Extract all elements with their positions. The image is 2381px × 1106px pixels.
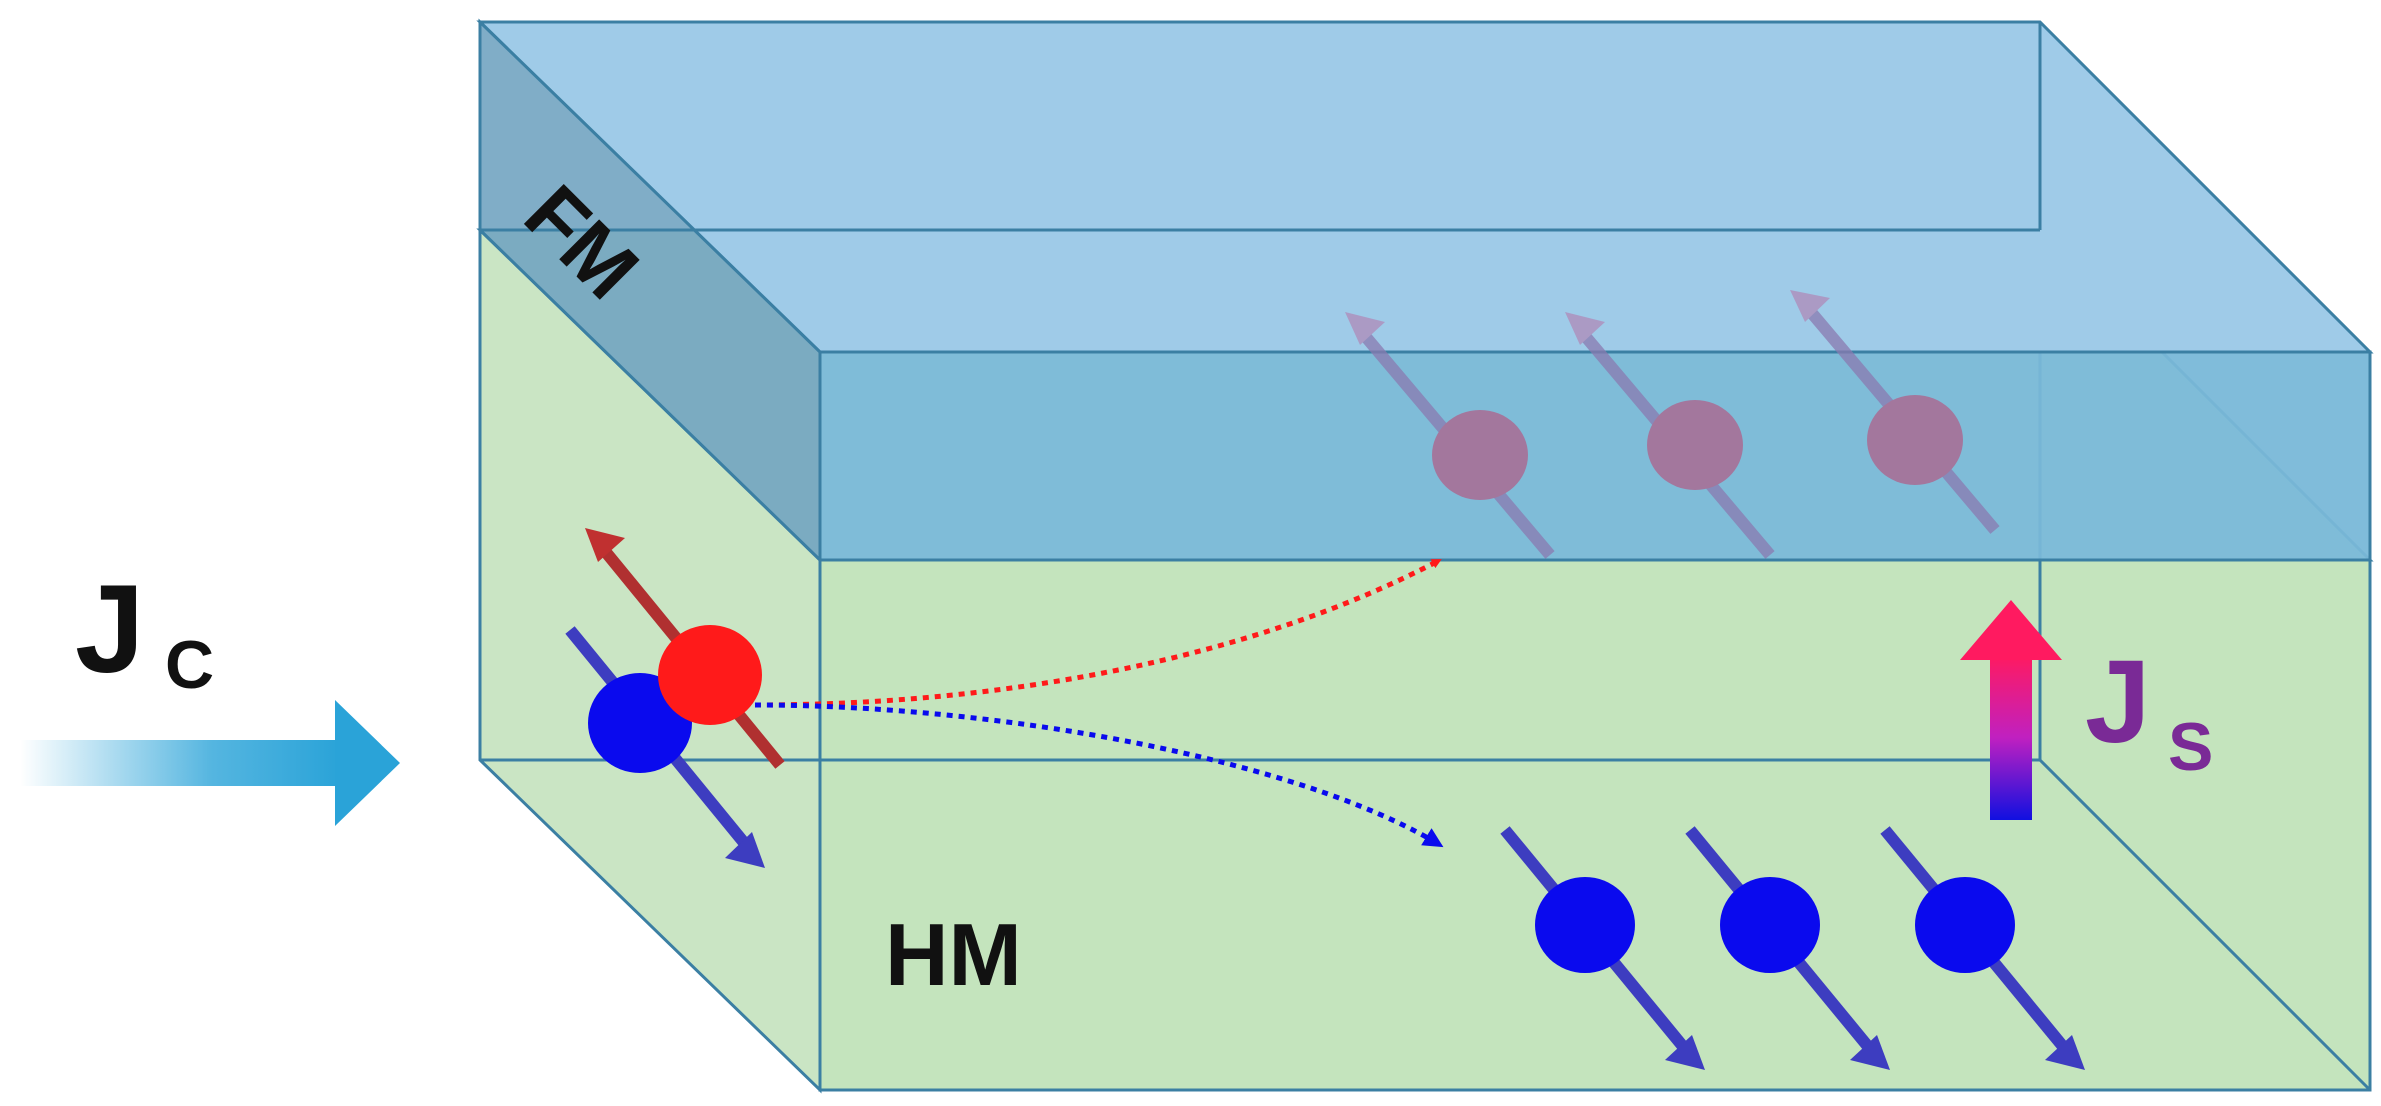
source-spins: [565, 528, 785, 868]
fm-spins: [1345, 290, 2000, 559]
source-down-spin-arrowhead: [725, 832, 765, 868]
spin-up-deflection-path: [754, 557, 1442, 708]
hm-label: HM: [885, 905, 1022, 1004]
charge-current-label: J: [75, 560, 145, 699]
spin-current-label: J: [2085, 636, 2151, 768]
charge-current-subscript: C: [165, 627, 214, 703]
spin-current-subscript: S: [2168, 709, 2213, 785]
fm-front-face: [818, 350, 2372, 562]
hm-spin-2: [1685, 826, 1890, 1070]
source-up-spin: [658, 625, 762, 725]
fm-spin-1: [1345, 312, 1555, 559]
fm-layer: [476, 18, 2374, 564]
fm-spin-2: [1565, 312, 1775, 559]
hm-spins: [1500, 826, 2085, 1070]
charge-current-arrow: [20, 700, 400, 826]
hm-depth-edge: [2038, 758, 2372, 1092]
spin-down-deflection-path: [754, 702, 1444, 848]
fm-spin-3: [1790, 290, 2000, 534]
spin-current-arrow: [1960, 600, 2062, 820]
hm-spin-3: [1880, 826, 2085, 1070]
hm-spin-1: [1500, 826, 1705, 1070]
source-up-spin-arrowhead: [585, 528, 625, 562]
